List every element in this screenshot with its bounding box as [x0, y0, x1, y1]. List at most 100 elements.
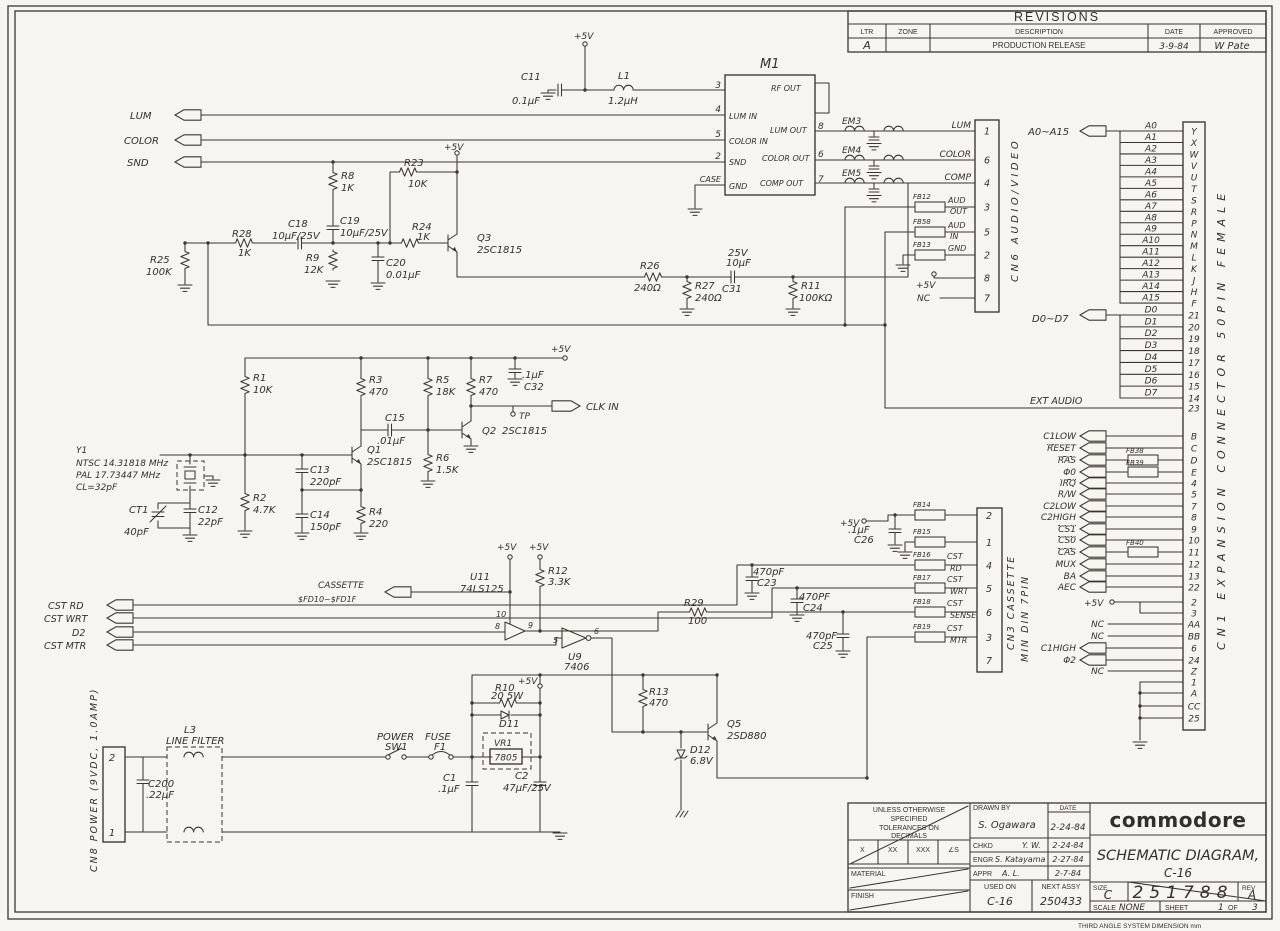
junction-dot — [188, 453, 192, 457]
lum-label: LUM — [130, 111, 152, 122]
junction-dot — [1138, 691, 1142, 695]
wire — [343, 445, 362, 465]
label: C11 — [521, 72, 541, 83]
y1-crystal — [176, 460, 205, 491]
label: 40pF — [124, 527, 149, 538]
emitter-arrow — [712, 736, 717, 741]
label: R13 — [649, 687, 669, 698]
label: 100K — [146, 267, 173, 278]
label: RESET — [1047, 444, 1077, 454]
wire — [297, 236, 303, 250]
junction-dot — [508, 590, 512, 594]
wire — [642, 272, 664, 282]
wire — [370, 282, 386, 290]
wire — [356, 376, 366, 398]
footer-note: THIRD ANGLE SYSTEM DIMENSION mm — [1078, 923, 1201, 930]
label: C200 — [148, 779, 174, 790]
label: Q1 — [367, 445, 381, 456]
tol-2: SPECIFIED — [891, 816, 928, 823]
junction-dot — [795, 586, 799, 590]
wire — [682, 279, 692, 301]
label: 5 — [986, 584, 992, 595]
doc-title-1: SCHEMATIC DIAGRAM, — [1097, 848, 1259, 864]
date-label: DATE — [1060, 805, 1078, 812]
label: 3.3K — [548, 577, 572, 588]
label: 1 — [1191, 679, 1197, 689]
junction-dot — [426, 428, 430, 432]
label: FB15 — [913, 528, 931, 536]
wire — [866, 142, 882, 151]
wire — [638, 687, 648, 709]
label: 19 — [1188, 335, 1200, 345]
nextassy-label: NEXT ASSY — [1042, 884, 1081, 891]
label: A4 — [1144, 167, 1157, 177]
label: C1 — [443, 773, 456, 784]
label: 0.1μF — [512, 96, 540, 107]
wire — [497, 698, 519, 708]
junction-dot — [300, 488, 304, 492]
wire — [233, 238, 255, 248]
label: R5 — [436, 375, 449, 386]
wire — [868, 182, 880, 193]
label: W — [1190, 150, 1200, 160]
label: FUSE — [425, 732, 451, 743]
label: 8 — [1191, 514, 1197, 524]
label: 100KΩ — [799, 293, 833, 304]
label: 470PF — [799, 592, 830, 603]
wire — [788, 279, 798, 301]
label: .01μF — [377, 436, 405, 447]
label: A12 — [1141, 259, 1160, 269]
label: A13 — [1141, 271, 1160, 281]
label: AA — [1187, 621, 1200, 631]
wire — [730, 270, 736, 284]
addr-bus-label: A0~A15 — [1027, 127, 1069, 138]
wire — [237, 530, 253, 538]
junction-dot — [679, 730, 683, 734]
rev-desc: PRODUCTION RELEASE — [993, 41, 1086, 50]
label: 8 — [984, 274, 990, 285]
label: 13 — [1188, 573, 1200, 583]
drawn-label: DRAWN BY — [973, 805, 1011, 812]
label: FB58 — [913, 218, 931, 226]
cn1-connector — [1182, 121, 1206, 731]
junction-dot — [359, 488, 363, 492]
label: U11 — [470, 572, 490, 583]
vr1-regulator: VR1 7805 — [482, 732, 532, 770]
label: C2 — [515, 771, 528, 782]
m1-snd: SND — [729, 158, 746, 167]
label: A10 — [1141, 236, 1160, 246]
label: R9 — [306, 253, 319, 264]
label: U — [1191, 173, 1198, 183]
label: C2HIGH — [1041, 513, 1076, 523]
label: COLOR — [940, 150, 971, 160]
label: FB38 — [1126, 447, 1144, 455]
m1-p7: 7 — [818, 175, 824, 185]
label: EM4 — [842, 146, 861, 156]
label: SENSE — [950, 611, 977, 620]
finish-label: FINISH — [851, 893, 874, 900]
label: 0.01μF — [386, 270, 421, 281]
wire — [883, 125, 904, 132]
rev-appr: W Pate — [1214, 41, 1249, 52]
m1-pin4: 4 — [715, 105, 721, 115]
label: D6 — [1145, 377, 1158, 387]
rev-value: A — [1247, 888, 1256, 902]
label: K — [1191, 265, 1198, 275]
label: 2 — [1191, 599, 1197, 609]
sheet-label: SHEET — [1165, 905, 1189, 912]
terminal-circle — [385, 754, 391, 760]
cn6-name: CN6 AUDIO/VIDEO — [1010, 138, 1021, 282]
junction-dot — [883, 323, 887, 327]
label: NC — [1091, 667, 1105, 677]
ferrite-bead — [914, 559, 946, 571]
wire — [439, 233, 458, 253]
label: 12K — [304, 265, 325, 276]
label: 6.8V — [690, 756, 714, 767]
junction-dot — [641, 730, 645, 734]
inner-border — [14, 10, 1267, 913]
wire — [745, 576, 759, 582]
label: R8 — [341, 171, 354, 182]
label: A8 — [1144, 213, 1157, 223]
label: 6 — [986, 608, 992, 619]
label: +5V — [444, 143, 464, 153]
